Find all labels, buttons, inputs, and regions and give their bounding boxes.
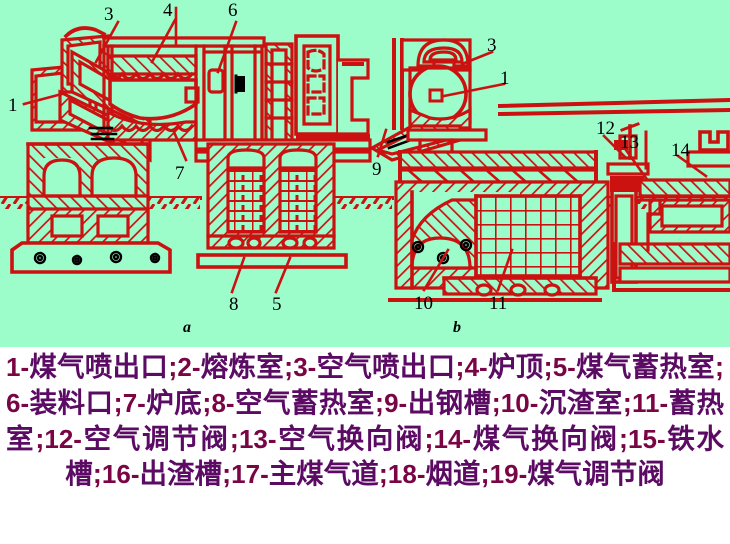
callout-13: 13 (620, 132, 639, 153)
callout-6: 6 (228, 0, 238, 21)
caption-item-number: 16- (101, 459, 140, 490)
caption-item-number: 13- (238, 423, 277, 454)
caption-item-number: 10- (500, 387, 539, 418)
caption-item-number: 9- (384, 387, 408, 418)
caption-separator: ; (374, 386, 385, 418)
callout-3-left: 3 (104, 4, 114, 25)
caption-item-label: 主煤气道 (268, 458, 379, 490)
caption-item-number: 19- (489, 459, 528, 490)
caption-item-label: 装料口 (29, 386, 114, 418)
figure-caption-area: 1-煤气喷出口;2-熔炼室;3-空气喷出口;4-炉顶;5-煤气蓄热室;6-装料口… (0, 347, 730, 544)
caption-separator: ; (424, 422, 434, 454)
callout-1-left: 1 (8, 95, 18, 116)
caption-separator: ; (455, 351, 465, 382)
callout-9: 9 (372, 159, 382, 180)
caption-item-label: 空气调节阀 (81, 422, 230, 454)
subfigure-label-b: b (453, 319, 461, 336)
caption-item-number: 6- (6, 387, 30, 418)
caption-separator: ; (92, 458, 102, 490)
caption-separator: ; (618, 422, 629, 454)
furnace-diagram: 1 3 4 6 7 8 5 9 3 1 12 13 14 10 11 a b (0, 0, 730, 347)
caption-separator: ; (622, 386, 632, 418)
caption-item-number: 2- (177, 352, 201, 382)
caption-item-label: 沉渣室 (538, 386, 623, 418)
caption-item-label: 出渣槽 (139, 458, 223, 490)
caption-item-number: 8- (211, 387, 235, 418)
caption-item-label: 空气喷出口 (316, 351, 456, 382)
callout-12: 12 (596, 118, 615, 139)
callout-14: 14 (671, 140, 690, 161)
subfigure-label-a: a (183, 319, 191, 336)
caption-separator: ; (491, 386, 501, 418)
caption-item-number: 11- (631, 387, 669, 418)
caption-separator: ; (222, 458, 232, 490)
caption-item-label: 空气换向阀 (276, 422, 425, 454)
caption-item-number: 4- (464, 352, 488, 382)
caption-item-label: 煤气喷出口 (29, 351, 169, 382)
caption-separator: ; (714, 351, 725, 382)
caption-item-number: 1- (6, 352, 30, 382)
caption-item-label: 蓄热室 (6, 386, 725, 454)
caption-item-label: 空气蓄热室 (234, 386, 375, 418)
callout-3-right: 3 (487, 35, 497, 56)
caption-item-label: 煤气换向阀 (471, 422, 619, 454)
furnace-diagram-artwork (0, 6, 730, 302)
caption-item-label: 出钢槽 (407, 386, 492, 418)
caption-separator: ; (35, 422, 45, 454)
caption-separator: ; (378, 458, 388, 490)
callout-7: 7 (175, 163, 185, 184)
caption-item-label: 炉顶 (487, 351, 544, 382)
caption-item-label: 烟道 (425, 458, 481, 490)
callout-4: 4 (163, 0, 173, 21)
figure-caption-text: 1-煤气喷出口;2-熔炼室;3-空气喷出口;4-炉顶;5-煤气蓄热室;6-装料口… (6, 349, 724, 492)
caption-item-label: 煤气调节阀 (527, 458, 665, 490)
caption-separator: ; (168, 351, 178, 382)
callout-5: 5 (272, 294, 282, 315)
caption-separator: ; (284, 351, 294, 382)
caption-item-number: 17- (231, 459, 269, 490)
caption-item-number: 5- (552, 352, 576, 382)
caption-item-label: 铁水槽 (65, 422, 725, 490)
caption-item-number: 15- (628, 423, 666, 454)
callout-11: 11 (489, 293, 508, 314)
caption-separator: ; (229, 422, 239, 454)
caption-item-number: 14- (433, 423, 472, 454)
caption-item-number: 3- (293, 352, 317, 382)
caption-separator: ; (202, 386, 212, 418)
caption-item-number: 7- (122, 387, 146, 418)
caption-separator: ; (113, 386, 123, 418)
caption-separator: ; (543, 351, 553, 382)
caption-item-number: 12- (44, 423, 82, 454)
caption-item-label: 炉底 (145, 386, 203, 418)
callout-10: 10 (414, 293, 433, 314)
caption-separator: ; (480, 458, 490, 490)
callout-8: 8 (229, 294, 239, 315)
caption-item-number: 18- (387, 459, 426, 490)
caption-item-label: 煤气蓄热室 (575, 351, 715, 382)
caption-item-label: 熔炼室 (200, 351, 285, 382)
callout-1-right: 1 (500, 68, 510, 89)
